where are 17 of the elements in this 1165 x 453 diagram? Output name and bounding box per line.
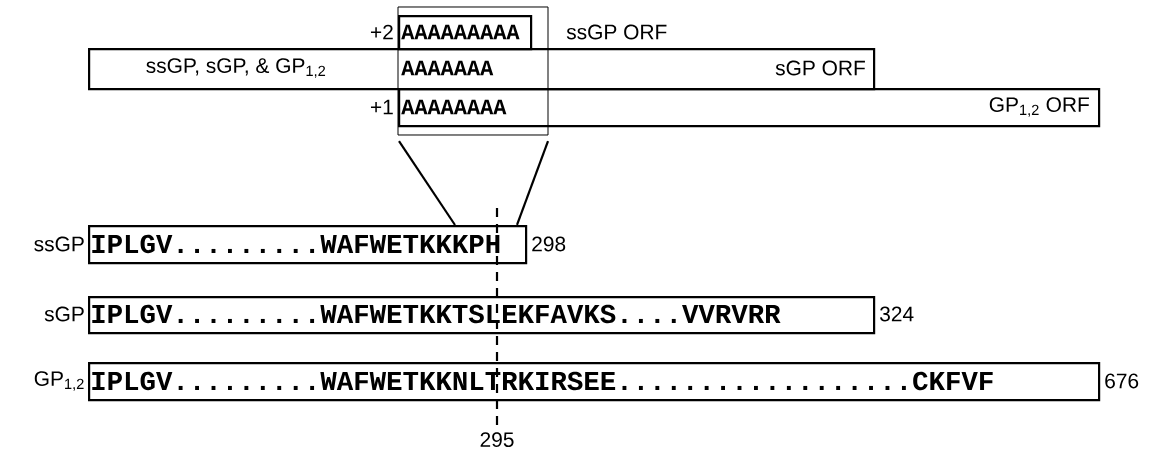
frame-label: ssGP ORF — [566, 24, 667, 40]
zoom-line — [515, 140, 550, 226]
side-label: sGP — [44, 306, 84, 322]
reading-frame-box: ssGP, sGP, & GP$_{1,2}$ AAAAAAA sGP ORF — [88, 48, 876, 91]
side-label: ssGP — [34, 236, 84, 252]
side-label: +1 — [370, 99, 393, 115]
sequence-box: IPLGV.........WAFWETKKTSLEKFAVKS....VVRVRR — [88, 296, 876, 335]
side-label: +2 — [370, 24, 393, 40]
side-label: 298 — [532, 236, 566, 252]
zoom-line — [398, 140, 456, 226]
position-label: 295 — [480, 432, 514, 447]
side-label: 676 — [1105, 373, 1139, 389]
sequence-box: IPLGV.........WAFWETKKNLTRKIRSEE..................CKFVF — [88, 362, 1101, 402]
reading-frame-box: AAAAAAAAA — [398, 15, 533, 51]
side-label: GP$_{1,2}$ — [34, 371, 84, 391]
side-label: 324 — [880, 306, 914, 322]
reading-frame-box: AAAAAAAA GP$_{1,2}$ ORF — [398, 88, 1101, 128]
